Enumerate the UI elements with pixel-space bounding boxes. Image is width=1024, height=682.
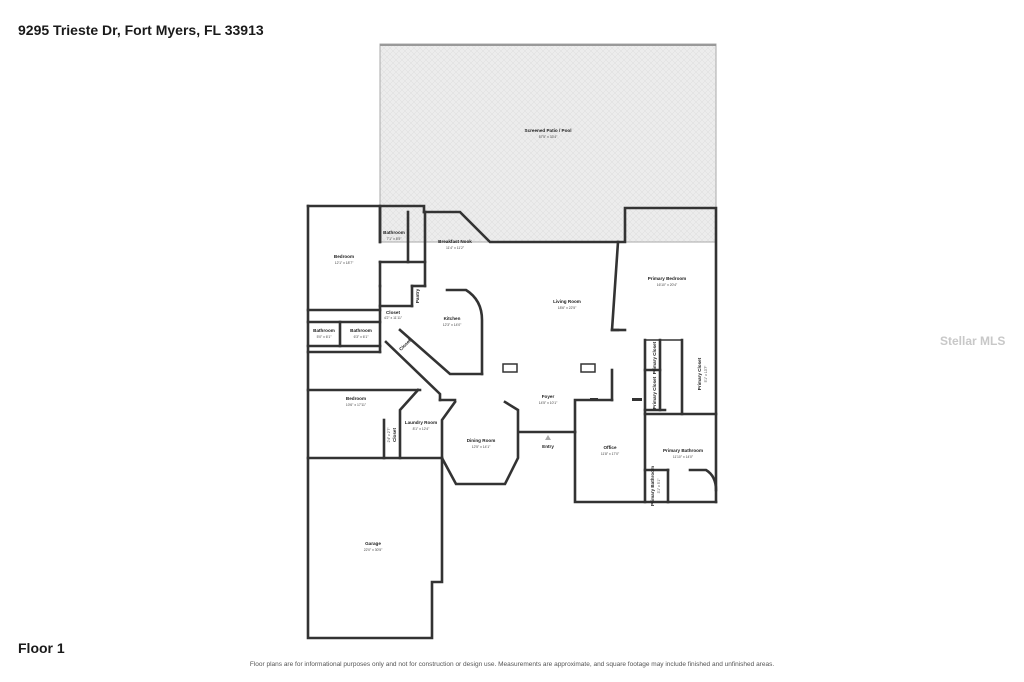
room-dims-primary-closet2: 5'1" x 13'7" <box>704 365 708 383</box>
room-dims-primary-bed: 16'10" x 20'4" <box>657 283 678 287</box>
watermark-logo: Stellar MLS <box>940 334 1006 348</box>
room-name-primary-bath-small: Primary Bathroom <box>650 466 655 506</box>
room-name-primary-closet3: Primary Closet <box>652 376 657 409</box>
room-dims-closet1: 4'2" x 11'11" <box>384 316 403 320</box>
room-name-bedroom2: Bedroom <box>346 396 366 401</box>
room-dims-patio: 57'5" x 33'4" <box>539 135 558 139</box>
room-name-bath2: Bathroom <box>313 328 335 333</box>
room-name-primary-bath: Primary Bathroom <box>663 448 703 453</box>
room-dims-closet3: 2'4" x 2'7" <box>387 427 391 443</box>
room-dims-office: 11'8" x 17'0" <box>601 452 620 456</box>
room-name-garage: Garage <box>365 541 381 546</box>
room-name-patio: Screened Patio / Pool <box>525 128 572 133</box>
room-dims-dining: 12'5" x 14'1" <box>472 445 491 449</box>
room-name-foyer: Foyer <box>542 394 555 399</box>
room-dims-nook: 11'4" x 11'2" <box>446 246 465 250</box>
entry-arrow-icon <box>545 435 551 440</box>
fixtures <box>502 363 642 440</box>
room-name-nook: Breakfast Nook <box>438 239 472 244</box>
room-name-bath1: Bathroom <box>383 230 405 235</box>
floor-label: Floor 1 <box>18 640 65 656</box>
property-address: 9295 Trieste Dr, Fort Myers, FL 33913 <box>18 22 264 38</box>
room-dims-bath1: 7'1" x 8'5" <box>387 237 403 241</box>
room-name-closet3: Closet <box>392 428 397 443</box>
room-name-primary-closet2: Primary Closet <box>697 357 702 390</box>
room-name-entry: Entry <box>542 444 554 449</box>
room-name-primary-bed: Primary Bedroom <box>648 276 687 281</box>
room-dims-primary-bath: 11'10" x 14'0" <box>673 455 694 459</box>
room-name-primary-closet1: Primary Closet <box>652 341 657 374</box>
room-name-pantry: Pantry <box>415 288 420 303</box>
room-name-office: Office <box>603 445 616 450</box>
room-dims-kitchen: 12'3" x 14'0" <box>443 323 462 327</box>
room-name-bath3: Bathroom <box>350 328 372 333</box>
room-name-laundry: Laundry Room <box>405 420 437 425</box>
room-dims-bath2: 5'0" x 6'1" <box>317 335 333 339</box>
room-dims-primary-bath-small: 3'1" x 5'1" <box>657 478 661 494</box>
room-name-closet1: Closet <box>386 310 401 315</box>
room-dims-bedroom2: 10'6" x 17'11" <box>346 403 367 407</box>
room-dims-garage: 22'0" x 30'5" <box>364 548 383 552</box>
room-name-dining: Dining Room <box>467 438 496 443</box>
interior-walls <box>306 210 718 504</box>
room-name-kitchen: Kitchen <box>444 316 461 321</box>
room-name-living: Living Room <box>553 299 581 304</box>
room-dims-living: 18'6" x 22'5" <box>558 306 577 310</box>
room-dims-foyer: 14'5" x 10'1" <box>539 401 558 405</box>
room-dims-laundry: 8'1" x 12'4" <box>413 427 431 431</box>
room-name-bedroom1: Bedroom <box>334 254 354 259</box>
exterior-walls <box>306 204 718 640</box>
room-dims-bath3: 6'3" x 6'1" <box>354 335 370 339</box>
room-dims-bedroom1: 12'1" x 18'7" <box>335 261 354 265</box>
disclaimer-text: Floor plans are for informational purpos… <box>249 661 775 668</box>
